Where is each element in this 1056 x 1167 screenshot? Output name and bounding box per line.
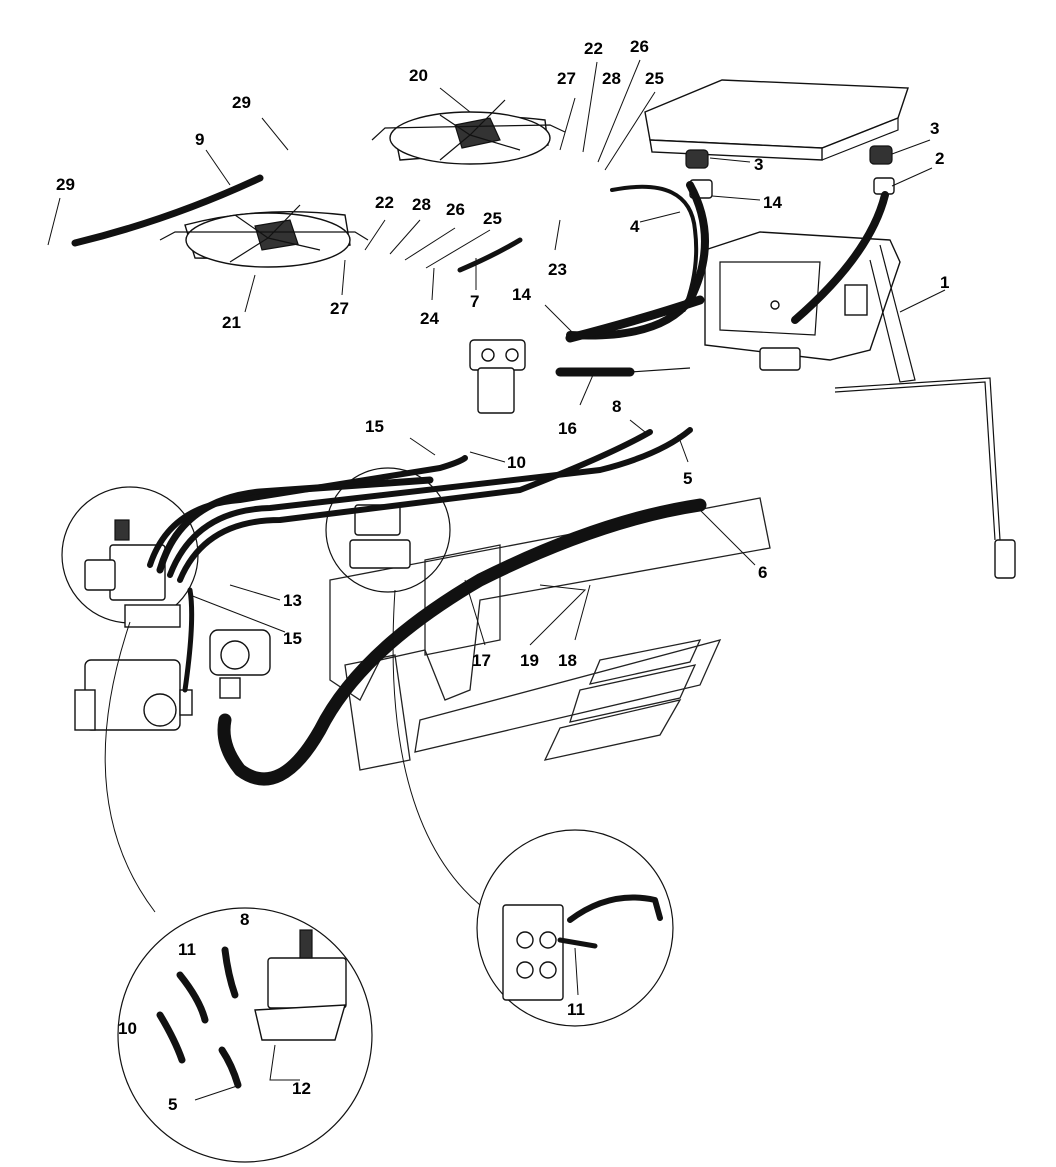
callout-5: 5 — [168, 1095, 177, 1114]
callout-11: 11 — [178, 940, 196, 959]
callouts: 1 2 3 3 4 5 5 6 7 8 8 9 10 10 11 11 12 1… — [56, 37, 949, 1114]
leader-lines — [47, 59, 946, 1101]
callout-16: 16 — [558, 419, 577, 438]
callout-5: 5 — [683, 469, 692, 488]
callout-15: 15 — [365, 417, 384, 436]
callout-12: 12 — [292, 1079, 311, 1098]
callout-15: 15 — [283, 629, 302, 648]
callout-22: 22 — [584, 39, 603, 58]
callout-21: 21 — [222, 313, 241, 332]
callout-2: 2 — [935, 149, 944, 168]
callout-6: 6 — [758, 563, 767, 582]
callout-25: 25 — [645, 69, 664, 88]
callout-28: 28 — [602, 69, 621, 88]
callout-23: 23 — [548, 260, 567, 279]
callout-26: 26 — [630, 37, 649, 56]
callout-7: 7 — [470, 292, 479, 311]
callout-3: 3 — [930, 119, 939, 138]
fan-20 — [371, 99, 566, 165]
callout-14: 14 — [512, 285, 531, 304]
callout-8: 8 — [240, 910, 249, 929]
callout-3: 3 — [754, 155, 763, 174]
callout-11: 11 — [567, 1000, 585, 1019]
callout-29: 29 — [56, 175, 75, 194]
fitting-3-right — [869, 145, 895, 195]
callout-10: 10 — [507, 453, 526, 472]
callout-14: 14 — [763, 193, 782, 212]
callout-18: 18 — [558, 651, 577, 670]
callout-17: 17 — [472, 651, 491, 670]
callout-1: 1 — [940, 273, 949, 292]
detail-circle-bottom-right — [476, 829, 674, 1027]
callout-28: 28 — [412, 195, 431, 214]
callout-20: 20 — [409, 66, 428, 85]
callout-13: 13 — [283, 591, 302, 610]
callout-22: 22 — [375, 193, 394, 212]
callout-4: 4 — [630, 217, 640, 236]
detail-circle-center — [325, 467, 451, 593]
callout-8: 8 — [612, 397, 621, 416]
hydraulic-pump — [74, 659, 193, 731]
callout-27: 27 — [330, 299, 349, 318]
callout-10: 10 — [118, 1019, 137, 1038]
callout-9: 9 — [195, 130, 204, 149]
oil-cooler — [644, 79, 909, 161]
gear-pump — [209, 629, 271, 699]
callout-27: 27 — [557, 69, 576, 88]
callout-29: 29 — [232, 93, 251, 112]
callout-26: 26 — [446, 200, 465, 219]
hoses — [71, 174, 1016, 786]
callout-24: 24 — [420, 309, 439, 328]
control-valve — [469, 339, 526, 414]
detail-circle-bottom-left — [117, 907, 373, 1163]
callout-19: 19 — [520, 651, 539, 670]
fan-21 — [159, 204, 369, 268]
callout-25: 25 — [483, 209, 502, 228]
